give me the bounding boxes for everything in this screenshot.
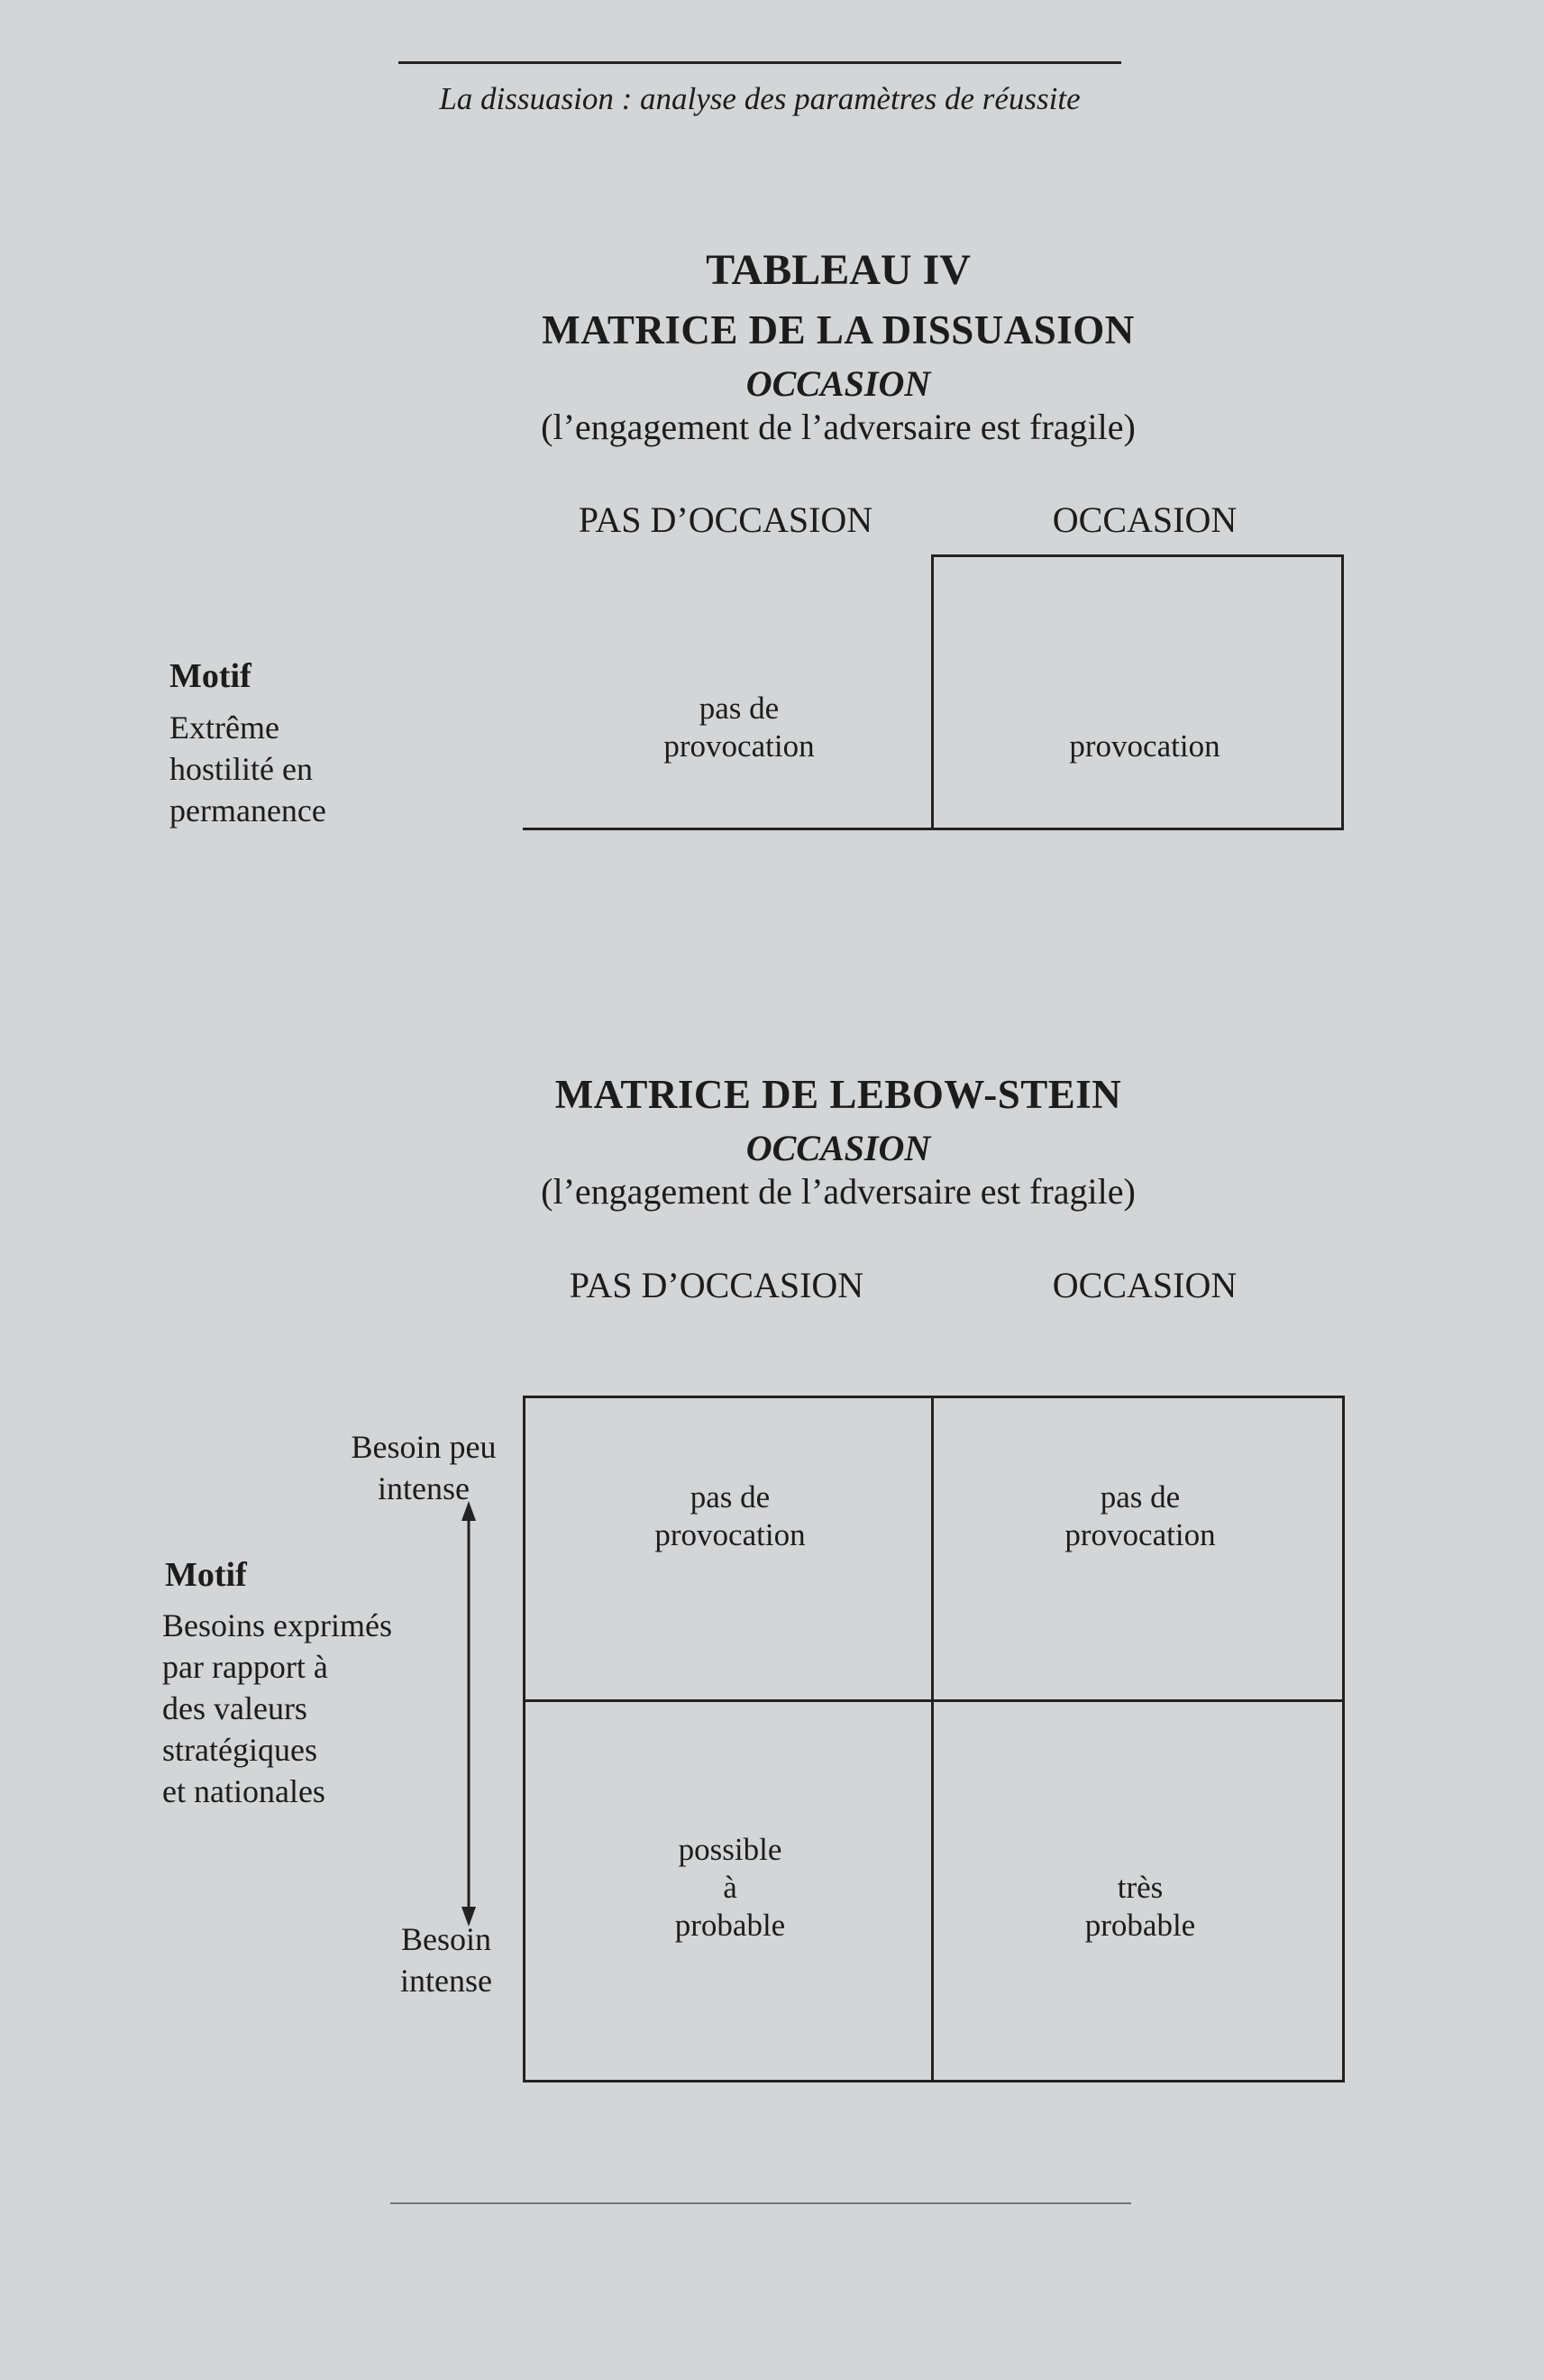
matrix2-row-label-line: par rapport à [162, 1649, 328, 1685]
matrix2-cell-r2-no-occasion: possible à probable [559, 1831, 901, 1945]
matrix2-cell-line: possible [678, 1832, 782, 1867]
matrix1-top-border [931, 554, 1343, 557]
matrix1-motif-label: Motif [169, 657, 251, 695]
matrix2-cell-r1-no-occasion: pas de provocation [559, 1478, 901, 1554]
matrix2-cell-line: très [1117, 1870, 1164, 1905]
matrix1-col-occasion: OCCASION [1052, 499, 1238, 540]
motive-intensity-arrow [461, 1501, 476, 1927]
matrix1-cell-no-line: provocation [663, 728, 815, 764]
footer-rule [390, 2202, 1131, 2204]
header-rule [398, 61, 1121, 64]
matrix2-cell-r1-occasion: pas de provocation [969, 1478, 1311, 1554]
matrix1-row-label-line: hostilité en [169, 751, 313, 787]
matrix2-row-label-line: stratégiques [162, 1732, 317, 1768]
matrix1-title: MATRICE DE LA DISSUASION [542, 307, 1135, 352]
matrix2-row-label: Besoins exprimés par rapport à des valeu… [162, 1605, 451, 1812]
matrix1-col-no-occasion: PAS D’OCCASION [578, 499, 873, 540]
matrix2-caption: (l’engagement de l’adversaire est fragil… [541, 1171, 1136, 1212]
matrix2-grid [523, 1396, 1345, 2082]
matrix1-cell-no-line: pas de [699, 691, 780, 726]
matrix2-col-occasion: OCCASION [1052, 1265, 1238, 1305]
matrix2-cell-line: pas de [1100, 1479, 1181, 1515]
matrix2-cell-line: à [723, 1870, 737, 1905]
matrix2-row-label-line: des valeurs [162, 1690, 307, 1726]
matrix2-cell-line: probable [674, 1908, 786, 1943]
matrix1-cell-occasion: provocation [1069, 728, 1220, 764]
matrix2-cell-line: pas de [690, 1479, 771, 1515]
matrix1-subtitle: OCCASION [745, 363, 931, 404]
matrix2-axis-top-label: Besoin peu intense [333, 1426, 514, 1509]
table-label: TABLEAU IV [706, 246, 971, 294]
arrow-down-icon [461, 1907, 476, 1927]
matrix1-divider [931, 554, 934, 830]
matrix2-subtitle: OCCASION [745, 1128, 931, 1168]
arrow-up-icon [461, 1501, 476, 1521]
matrix2-cell-line: provocation [654, 1517, 806, 1552]
matrix2-row-label-line: Besoins exprimés [162, 1607, 392, 1643]
matrix2-axis-bottom-line: intense [400, 1963, 492, 1999]
matrix1-cell-no-occasion: pas de provocation [577, 690, 901, 765]
matrix2-axis-bottom-label: Besoin intense [379, 1918, 514, 2001]
running-header: La dissuasion : analyse des paramètres d… [439, 81, 1081, 116]
matrix2-cell-line: probable [1084, 1908, 1196, 1943]
matrix1-row-label: Extrême hostilité en permanence [169, 707, 404, 831]
matrix2-axis-top-line: intense [378, 1470, 470, 1506]
matrix2-cell-line: provocation [1064, 1517, 1216, 1552]
matrix2-divider [931, 1396, 934, 2082]
matrix2-cell-r2-occasion: très probable [969, 1869, 1311, 1945]
matrix2-axis-top-line: Besoin peu [351, 1429, 497, 1465]
matrix2-motif-label: Motif [165, 1556, 247, 1594]
matrix2-col-no-occasion: PAS D’OCCASION [569, 1265, 864, 1305]
matrix1-row-label-line: Extrême [169, 709, 279, 746]
matrix2-row-divider [523, 1699, 1345, 1702]
matrix1-row-label-line: permanence [169, 792, 326, 828]
matrix2-title: MATRICE DE LEBOW-STEIN [554, 1072, 1122, 1117]
matrix2-row-label-line: et nationales [162, 1773, 325, 1809]
matrix1-right-border [1341, 554, 1344, 830]
matrix2-axis-bottom-line: Besoin [400, 1921, 491, 1957]
matrix1-caption: (l’engagement de l’adversaire est fragil… [541, 407, 1136, 447]
